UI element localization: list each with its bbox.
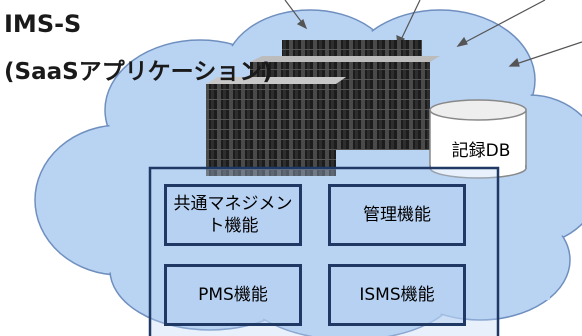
function-box-pms: PMS機能 (164, 264, 302, 326)
database-icon (429, 99, 527, 179)
pointer-arrow (456, 0, 546, 47)
diagram-title: IMS-S (4, 10, 82, 38)
database-label: 記録DB (451, 141, 511, 161)
function-label: 共通マネジメント機能 (173, 194, 293, 236)
pointer-arrow (284, 0, 308, 30)
function-label: PMS機能 (198, 285, 268, 305)
function-box-isms: ISMS機能 (328, 264, 466, 326)
pointer-arrow (508, 41, 582, 67)
function-label: 管理機能 (363, 205, 431, 225)
function-label: ISMS機能 (359, 285, 435, 305)
function-box-common-management: 共通マネジメント機能 (164, 184, 302, 246)
diagram-subtitle: (SaaSアプリケーション) (4, 59, 273, 85)
function-box-management: 管理機能 (328, 184, 466, 246)
server-rack-icon (206, 77, 346, 176)
